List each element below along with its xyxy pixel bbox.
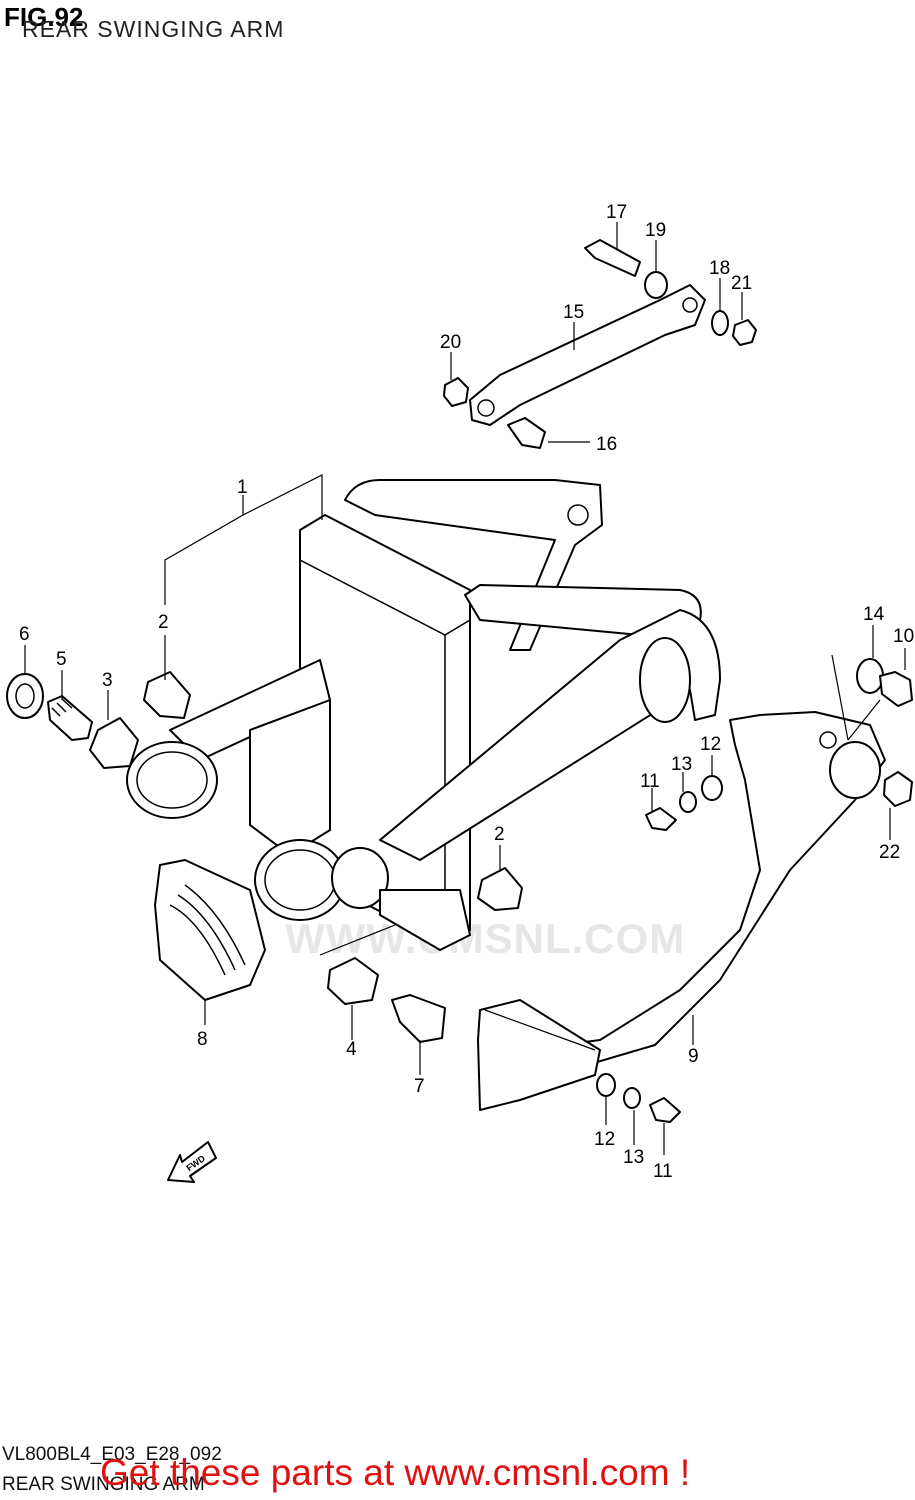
washer-18[interactable] [711, 310, 729, 336]
figure-number: FIG.92 [4, 2, 84, 32]
bolt-11-upper[interactable] [645, 807, 677, 831]
callout-4: 4 [346, 1039, 357, 1060]
spacer-13-upper[interactable] [679, 791, 697, 813]
torque-link-group [443, 239, 757, 449]
callout-15: 15 [563, 302, 584, 323]
leader-lines [24, 222, 906, 1155]
callout-19: 19 [645, 220, 666, 241]
callout-21: 21 [731, 273, 752, 294]
callout-11-upper: 11 [640, 771, 660, 792]
washer-19[interactable] [644, 271, 668, 299]
callout-14: 14 [863, 604, 885, 625]
callout-3: 3 [102, 670, 113, 691]
diagram-title: REAR SWINGING ARM [22, 16, 285, 42]
bearing-3[interactable] [89, 717, 139, 769]
callout-labels: 1 2 2 3 4 5 6 7 8 9 10 11 11 12 12 13 13… [19, 202, 914, 1182]
bolt-11-lower[interactable] [649, 1097, 681, 1123]
nut-21[interactable] [732, 319, 757, 346]
pivot-shaft-5[interactable] [47, 695, 93, 741]
callout-2-upper: 2 [158, 612, 169, 633]
diagram-code: VL800BL4_E03_E28_092 [2, 1444, 222, 1465]
callout-12-lower: 12 [594, 1129, 615, 1150]
callout-20: 20 [440, 332, 461, 353]
dust-seal-6[interactable] [6, 673, 44, 719]
callout-16: 16 [596, 434, 617, 455]
callout-6: 6 [19, 624, 30, 645]
cap-7[interactable] [391, 994, 446, 1043]
spacer-13-lower[interactable] [623, 1087, 641, 1109]
bolt-17[interactable] [584, 239, 641, 277]
bolt-16[interactable] [507, 417, 546, 449]
callout-5: 5 [56, 649, 67, 670]
washer-22[interactable] [883, 771, 913, 807]
swinging-arm-1[interactable] [126, 479, 721, 951]
parts-link-banner[interactable]: Get these parts at www.cmsnl.com ! [100, 1452, 691, 1493]
callout-9: 9 [688, 1046, 699, 1067]
callout-7: 7 [414, 1076, 425, 1097]
collar-12-lower[interactable] [596, 1073, 616, 1097]
footer-title: REAR SWINGING ARM [2, 1474, 205, 1495]
callout-13-lower: 13 [623, 1147, 644, 1168]
callout-22: 22 [879, 842, 900, 863]
callout-1: 1 [237, 477, 248, 498]
fwd-arrow-icon: FWD [167, 1141, 217, 1183]
callout-17: 17 [606, 202, 627, 223]
frame-bracket-9[interactable] [477, 711, 886, 1111]
callout-8: 8 [197, 1029, 208, 1050]
callout-12-upper: 12 [700, 734, 721, 755]
boot-8[interactable] [154, 859, 266, 1001]
bushing-2-lower[interactable] [477, 867, 523, 911]
nut-20[interactable] [443, 377, 469, 407]
bushing-2-upper[interactable] [143, 671, 191, 719]
bearing-4[interactable] [327, 957, 379, 1005]
pivot-housing-left [126, 741, 218, 819]
collar-12-upper[interactable] [701, 775, 723, 801]
callout-2-lower: 2 [494, 824, 505, 845]
callout-10: 10 [893, 626, 914, 647]
callout-13-upper: 13 [671, 754, 692, 775]
bolt-10[interactable] [879, 671, 913, 707]
callout-18: 18 [709, 258, 730, 279]
torque-link-15[interactable] [469, 284, 706, 426]
watermark-text: WWW.CMSNL.COM [285, 915, 686, 962]
callout-11-lower: 11 [653, 1161, 673, 1182]
